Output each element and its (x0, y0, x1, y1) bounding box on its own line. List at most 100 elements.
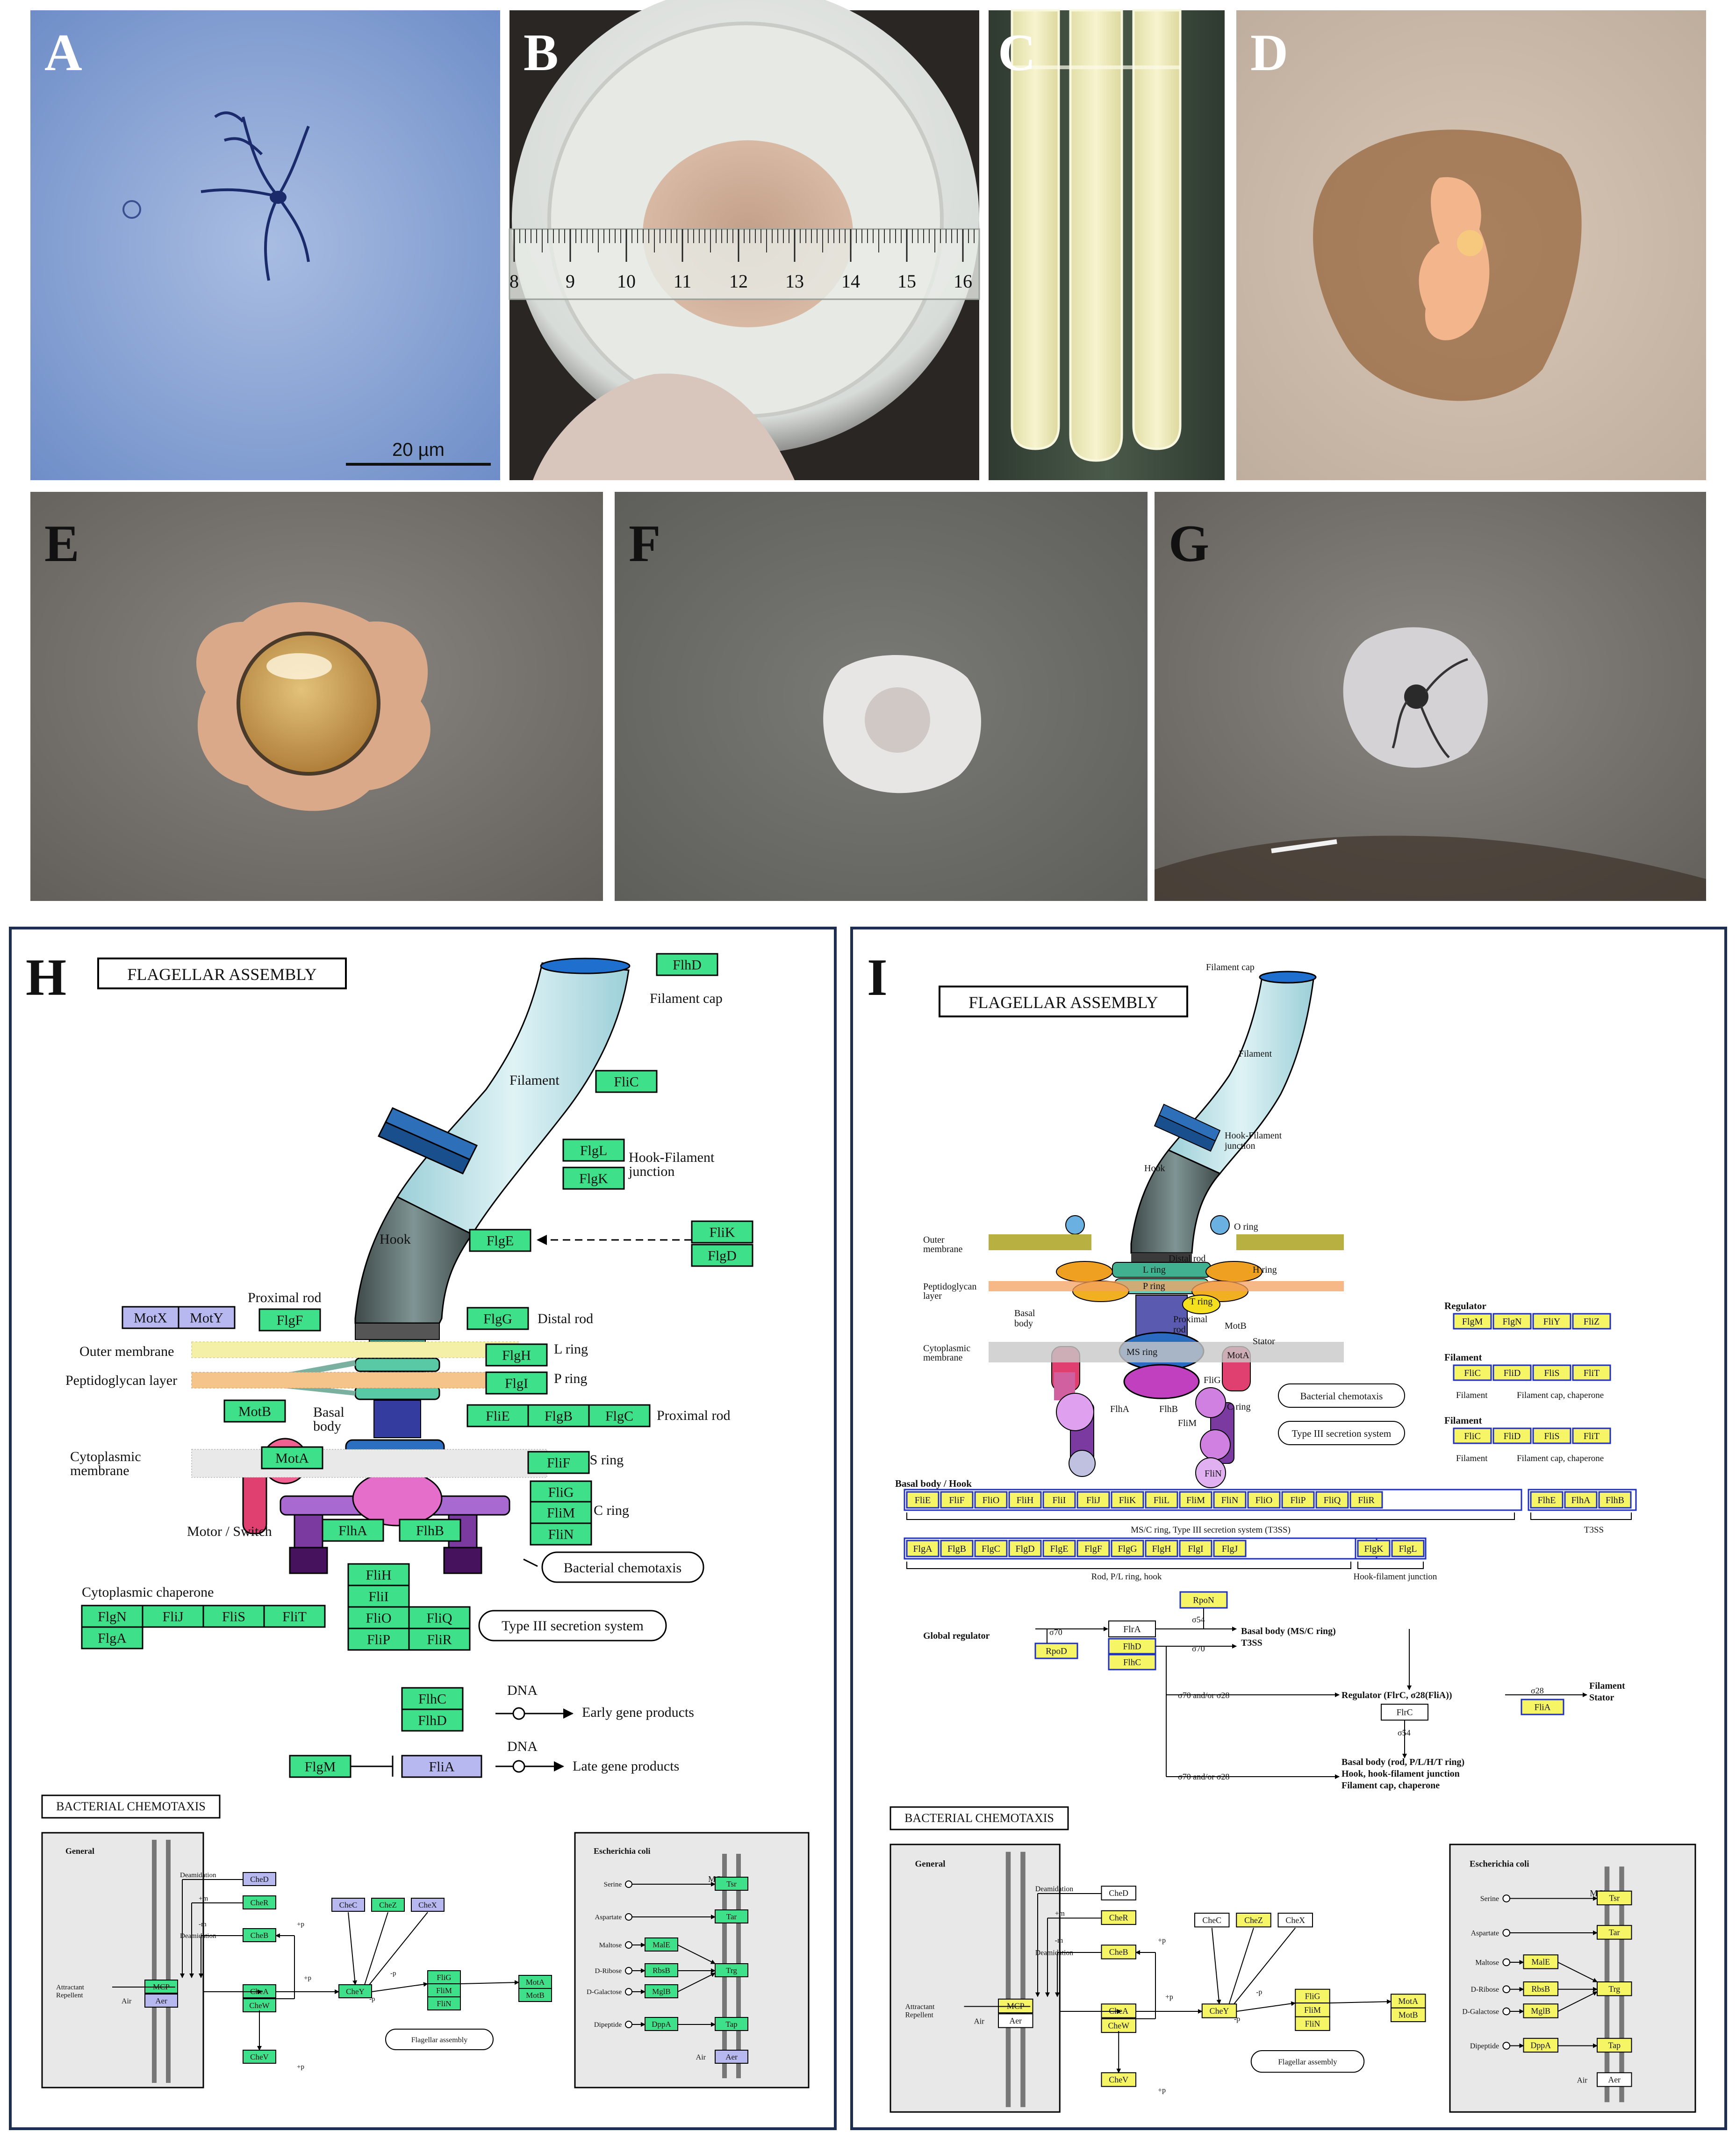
chemo-mota[interactable]: MotA (1391, 1994, 1426, 2009)
chemo-mota[interactable]: MotA (518, 1975, 552, 1989)
chemo-mcp[interactable]: MCP (998, 1998, 1033, 2014)
chemo-cheb[interactable]: CheB (1101, 1945, 1136, 1959)
flagellar-assembly-link[interactable] (385, 2029, 494, 2050)
gene-flit[interactable]: FliT (263, 1605, 326, 1628)
fil2-flis-2[interactable]: FliS (1532, 1427, 1571, 1444)
gene-flha[interactable]: FlhA (322, 1519, 384, 1542)
basal-r2-flgg-6[interactable]: FlgG (1111, 1540, 1144, 1557)
gene-fliq[interactable]: FliQ (408, 1606, 471, 1629)
gene-motx[interactable]: MotX (122, 1306, 179, 1329)
chemo-cher[interactable]: CheR (243, 1895, 276, 1909)
chemo-chec[interactable]: CheC (331, 1898, 365, 1912)
gene-flia[interactable]: FliA (1521, 1699, 1564, 1715)
chemo-tsr[interactable]: Tsr (715, 1877, 748, 1891)
chemo-aer2[interactable]: Aer (715, 2050, 748, 2064)
chemo-chez[interactable]: CheZ (371, 1898, 405, 1912)
chemo-cher[interactable]: CheR (1101, 1910, 1136, 1925)
fil2-flit-3[interactable]: FliT (1572, 1427, 1611, 1444)
chemo-aer2[interactable]: Aer (1597, 2072, 1632, 2087)
chemo-ched[interactable]: CheD (1101, 1886, 1136, 1901)
basal-r2-flgd-3[interactable]: FlgD (1008, 1540, 1042, 1557)
chemo-trg[interactable]: Trg (715, 1963, 748, 1977)
basal-r2-flge-4[interactable]: FlgE (1042, 1540, 1076, 1557)
chemo-cheb[interactable]: CheB (243, 1928, 276, 1942)
gene-flgn[interactable]: FlgN (81, 1605, 143, 1628)
gene-flgd[interactable]: FlgD (691, 1244, 753, 1267)
basal-r1-flie-0[interactable]: FliE (906, 1491, 940, 1509)
gene-flio[interactable]: FliO (347, 1606, 410, 1629)
basal-r1-flil-7[interactable]: FliL (1145, 1491, 1178, 1509)
chemo-tar[interactable]: Tar (715, 1909, 748, 1923)
basal-r1-flif-1[interactable]: FliF (940, 1491, 974, 1509)
gene-flgc[interactable]: FlgC (588, 1404, 651, 1427)
gene-flgm[interactable]: FlgM (289, 1755, 352, 1778)
basal-r1-flim-8[interactable]: FliM (1179, 1491, 1212, 1509)
reg-flgm-0[interactable]: FlgM (1453, 1313, 1492, 1330)
chemo-rbsb[interactable]: RbsB (645, 1963, 678, 1977)
gene-flgh[interactable]: FlgH (485, 1343, 548, 1367)
chemo-tsr[interactable]: Tsr (1597, 1890, 1632, 1906)
chemo-motb[interactable]: MotB (1391, 2007, 1426, 2023)
fil1-flit-3[interactable]: FliT (1572, 1364, 1611, 1381)
reg-fliy-2[interactable]: FliY (1532, 1313, 1571, 1330)
chemo-aer[interactable]: Aer (144, 1994, 178, 2008)
chemo-chex[interactable]: CheX (411, 1898, 445, 1912)
chemo-motb[interactable]: MotB (518, 1988, 552, 2002)
gene-flik[interactable]: FliK (691, 1220, 753, 1244)
basal-r1-flih-3[interactable]: FliH (1008, 1491, 1042, 1509)
reg-fliz-3[interactable]: FliZ (1572, 1313, 1611, 1330)
basal-r2-flgi-8[interactable]: FlgI (1179, 1540, 1212, 1557)
basal-r2-flga-0[interactable]: FlgA (906, 1540, 940, 1557)
basal-r2-flgc-2[interactable]: FlgC (974, 1540, 1008, 1557)
chemo-mglb[interactable]: MglB (1523, 2003, 1558, 2018)
basal-r1-flio-10[interactable]: FliO (1247, 1491, 1281, 1509)
gene-flii[interactable]: FliI (347, 1584, 410, 1608)
reg-flgn-1[interactable]: FlgN (1492, 1313, 1532, 1330)
gene-flip[interactable]: FliP (347, 1628, 410, 1651)
gene-flgg[interactable]: FlgG (466, 1307, 529, 1330)
fil2-flic-0[interactable]: FliC (1453, 1427, 1492, 1444)
flagellar-assembly-link[interactable] (1250, 2050, 1365, 2073)
chemo-chec[interactable]: CheC (1194, 1913, 1230, 1928)
type3-secretion-link[interactable] (478, 1610, 667, 1642)
gene-flhb[interactable]: FlhB (399, 1519, 461, 1542)
chemo-chev[interactable]: CheV (1101, 2072, 1136, 2087)
basal-r2b-flgk[interactable]: FlgK (1357, 1540, 1391, 1557)
chemo-male[interactable]: MalE (1523, 1954, 1558, 1969)
gene-flgk[interactable]: FlgK (562, 1167, 625, 1190)
gene-flrc[interactable]: FlrC (1381, 1704, 1428, 1721)
basal-r2-flgh-7[interactable]: FlgH (1145, 1540, 1178, 1557)
gene-flis[interactable]: FliS (202, 1605, 265, 1628)
chemo-ched[interactable]: CheD (243, 1872, 276, 1886)
chemo-flim[interactable]: FliM (427, 1983, 461, 1997)
gene-flhc[interactable]: FlhC (401, 1687, 464, 1710)
chemo-tap[interactable]: Tap (715, 2017, 748, 2031)
basal-r1b-flhe[interactable]: FlhE (1530, 1491, 1564, 1509)
chemo-dppa[interactable]: DppA (1523, 2038, 1558, 2053)
chemo-chey[interactable]: CheY (1201, 2003, 1237, 2018)
gene-flga[interactable]: FlgA (81, 1626, 143, 1649)
gene-flih[interactable]: FliH (347, 1563, 410, 1586)
basal-r2-flgb-1[interactable]: FlgB (940, 1540, 974, 1557)
fil2-flid-1[interactable]: FliD (1492, 1427, 1532, 1444)
basal-r2b-flgl[interactable]: FlgL (1391, 1540, 1425, 1557)
gene-flia[interactable]: FliA (401, 1755, 482, 1778)
basal-r1-flii-4[interactable]: FliI (1042, 1491, 1076, 1509)
basal-r1-flin-9[interactable]: FliN (1213, 1491, 1247, 1509)
chemo-chea[interactable]: CheA (1101, 2003, 1136, 2018)
basal-r1b-flha[interactable]: FlhA (1564, 1491, 1598, 1509)
chemo-chez[interactable]: CheZ (1236, 1913, 1271, 1928)
type3-secretion-link[interactable] (1278, 1421, 1405, 1445)
basal-r1-fliq-12[interactable]: FliQ (1315, 1491, 1349, 1509)
gene-mota[interactable]: MotA (261, 1446, 323, 1469)
chemo-flig[interactable]: FliG (427, 1970, 461, 1984)
chemo-flig[interactable]: FliG (1295, 1988, 1330, 2004)
gene-rpon[interactable]: RpoN (1179, 1591, 1228, 1609)
fil1-flis-2[interactable]: FliS (1532, 1364, 1571, 1381)
gene-flij[interactable]: FliJ (142, 1605, 204, 1628)
gene-motb[interactable]: MotB (223, 1399, 286, 1423)
basal-r1b-flhb[interactable]: FlhB (1598, 1491, 1632, 1509)
gene-flie[interactable]: FliE (466, 1404, 529, 1427)
chemo-tar[interactable]: Tar (1597, 1925, 1632, 1940)
bacterial-chemotaxis-link[interactable] (1278, 1383, 1405, 1408)
